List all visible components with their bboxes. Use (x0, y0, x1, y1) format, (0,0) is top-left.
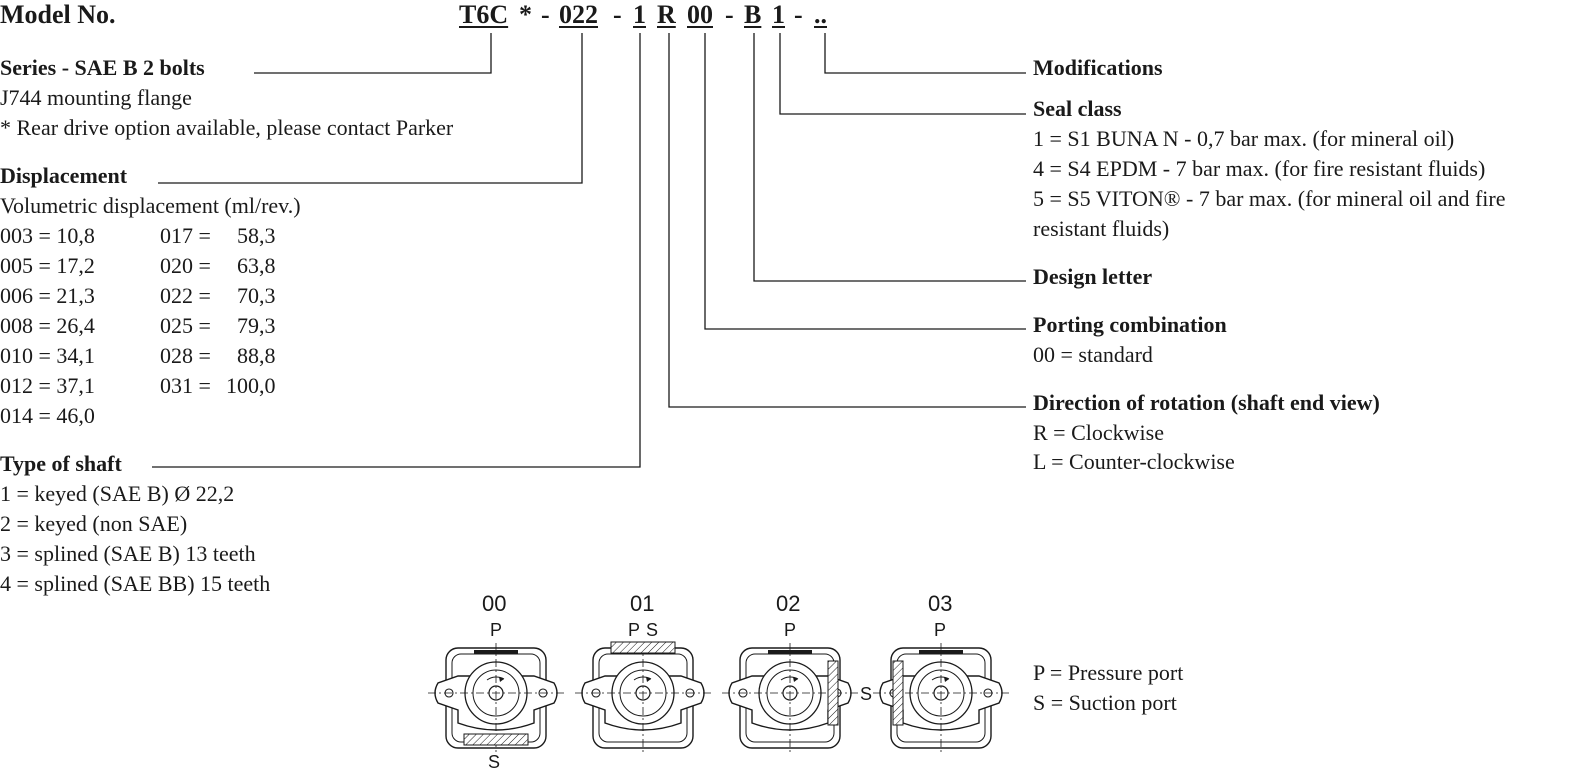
code-series-asterisk: * (519, 0, 532, 29)
displacement-entry: 006 = 21,3 (0, 283, 95, 308)
series-line: * Rear drive option available, please co… (0, 115, 454, 140)
leader-design (753, 33, 1026, 282)
pressure-port-letter: P (934, 620, 947, 640)
rotation-heading: Direction of rotation (shaft end view) (1033, 390, 1380, 415)
series-line: J744 mounting flange (0, 85, 192, 110)
displacement-code: 031 = (160, 373, 211, 398)
suction-port-letter: S (646, 620, 659, 640)
displacement-entry: 005 = 17,2 (0, 253, 95, 278)
code-design: B (744, 0, 762, 29)
code-separator: - (613, 0, 622, 29)
displacement-code: 022 = (160, 283, 211, 308)
code-separator: - (725, 0, 734, 29)
displacement-value: 79,3 (237, 313, 276, 338)
design-heading: Design letter (1033, 264, 1153, 289)
code-series: T6C (459, 0, 509, 29)
code-modifications: .. (814, 0, 827, 29)
code-seal: 1 (772, 0, 785, 29)
port-diagram-00 (427, 642, 565, 756)
code-porting: 00 (687, 0, 713, 29)
model-number-title: Model No. (0, 0, 116, 29)
displacement-value: 58,3 (237, 223, 276, 248)
displacement-subtitle: Volumetric displacement (ml/rev.) (0, 193, 301, 218)
leader-rotation (668, 33, 1026, 408)
pressure-port-letter: P (784, 620, 797, 640)
displacement-code: 025 = (160, 313, 211, 338)
displacement-entry: 010 = 34,1 (0, 343, 95, 368)
code-separator: - (541, 0, 550, 29)
pressure-port-letter: P (490, 620, 503, 640)
seal-option: resistant fluids) (1033, 216, 1170, 241)
series-heading: Series - SAE B 2 bolts (0, 55, 205, 80)
leader-seal (779, 33, 1026, 115)
diagram-label-00: 00 (482, 591, 507, 616)
diagram-label-02: 02 (776, 591, 801, 616)
displacement-code: 020 = (160, 253, 211, 278)
port-diagram-01 (574, 641, 712, 756)
code-rotation: R (657, 0, 676, 29)
displacement-value: 63,8 (237, 253, 276, 278)
leader-series (254, 33, 492, 74)
legend-pressure: P = Pressure port (1033, 660, 1184, 685)
suction-port-letter: S (488, 752, 501, 772)
leader-displacement (158, 33, 583, 184)
seal-option: 1 = S1 BUNA N - 0,7 bar max. (for minera… (1033, 126, 1455, 151)
seal-option: 5 = S5 VITON® - 7 bar max. (for mineral … (1033, 186, 1506, 211)
shaft-option: 1 = keyed (SAE B) Ø 22,2 (0, 481, 235, 506)
displacement-entry: 012 = 37,1 (0, 373, 95, 398)
displacement-entry: 003 = 10,8 (0, 223, 95, 248)
code-displacement: 022 (559, 0, 598, 29)
displacement-code: 028 = (160, 343, 211, 368)
displacement-heading: Displacement (0, 163, 128, 188)
displacement-entry: 014 = 46,0 (0, 403, 95, 428)
diagram-label-03: 03 (928, 591, 953, 616)
legend-suction: S = Suction port (1033, 690, 1177, 715)
seal-option: 4 = S4 EPDM - 7 bar max. (for fire resis… (1033, 156, 1486, 181)
displacement-entry: 008 = 26,4 (0, 313, 95, 338)
port-diagram-02 (721, 642, 859, 756)
shaft-option: 4 = splined (SAE BB) 15 teeth (0, 571, 271, 596)
shaft-heading: Type of shaft (0, 451, 122, 476)
shaft-option: 2 = keyed (non SAE) (0, 511, 188, 536)
porting-heading: Porting combination (1033, 312, 1227, 337)
suction-port-letter: S (860, 684, 873, 704)
code-separator: - (794, 0, 803, 29)
leader-shaft (152, 33, 641, 468)
modifications-heading: Modifications (1033, 55, 1163, 80)
diagram-label-01: 01 (630, 591, 655, 616)
seal-heading: Seal class (1033, 96, 1122, 121)
port-diagram-03 (872, 642, 1010, 756)
leader-modifications (824, 33, 1026, 74)
displacement-value: 88,8 (237, 343, 276, 368)
leader-porting (704, 33, 1026, 330)
displacement-value: 70,3 (237, 283, 276, 308)
displacement-value: 100,0 (226, 373, 276, 398)
code-shaft: 1 (633, 0, 646, 29)
rotation-option: L = Counter-clockwise (1033, 449, 1235, 474)
pressure-port-letter: P (628, 620, 641, 640)
rotation-option: R = Clockwise (1033, 420, 1164, 445)
porting-option: 00 = standard (1033, 342, 1153, 367)
displacement-code: 017 = (160, 223, 211, 248)
shaft-option: 3 = splined (SAE B) 13 teeth (0, 541, 256, 566)
